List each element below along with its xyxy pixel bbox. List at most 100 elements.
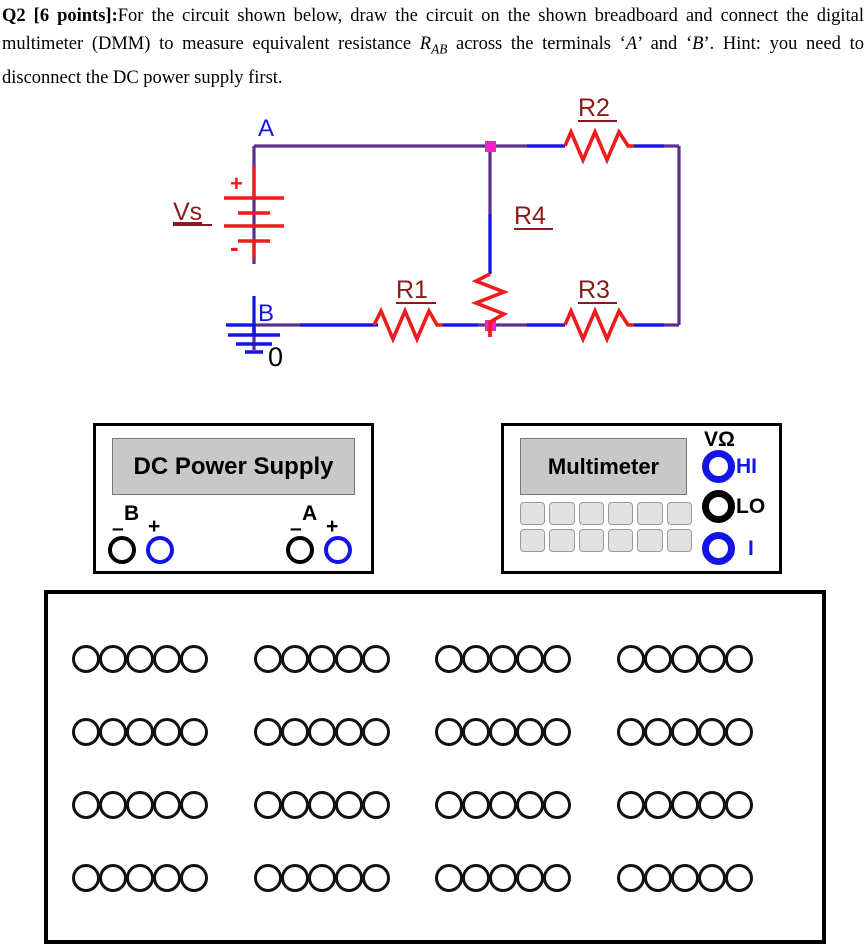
breadboard-hole[interactable] xyxy=(334,717,363,746)
breadboard-hole[interactable] xyxy=(724,644,753,673)
dcps-jack-b-positive[interactable] xyxy=(146,536,174,564)
breadboard-hole[interactable] xyxy=(280,790,309,819)
breadboard-hole[interactable] xyxy=(543,717,571,746)
breadboard-hole[interactable] xyxy=(435,790,463,819)
multimeter-button[interactable] xyxy=(666,529,692,552)
breadboard-hole[interactable] xyxy=(543,790,571,819)
dcps-jack-a-negative[interactable] xyxy=(286,536,314,564)
breadboard-hole[interactable] xyxy=(307,863,336,892)
breadboard-hole[interactable] xyxy=(670,644,699,673)
dcps-terminal-group-a[interactable]: A – + xyxy=(286,502,370,566)
breadboard-hole[interactable] xyxy=(462,790,490,819)
breadboard-hole[interactable] xyxy=(153,863,181,892)
breadboard-hole[interactable] xyxy=(280,717,309,746)
breadboard-hole[interactable] xyxy=(724,717,753,746)
breadboard-hole[interactable] xyxy=(334,644,363,673)
breadboard-hole[interactable] xyxy=(307,644,336,673)
breadboard-hole[interactable] xyxy=(72,790,100,819)
breadboard-hole[interactable] xyxy=(489,863,517,892)
breadboard-hole[interactable] xyxy=(280,644,309,673)
multimeter-button[interactable] xyxy=(578,529,604,552)
breadboard-hole[interactable] xyxy=(643,717,672,746)
breadboard-hole[interactable] xyxy=(153,644,181,673)
breadboard-hole[interactable] xyxy=(670,717,699,746)
breadboard-hole[interactable] xyxy=(126,644,154,673)
breadboard-hole[interactable] xyxy=(253,717,282,746)
breadboard-hole[interactable] xyxy=(126,863,154,892)
breadboard-hole[interactable] xyxy=(99,790,127,819)
breadboard-hole[interactable] xyxy=(643,790,672,819)
breadboard-hole[interactable] xyxy=(72,717,100,746)
breadboard-hole[interactable] xyxy=(616,863,645,892)
breadboard-hole[interactable] xyxy=(307,790,336,819)
multimeter-button[interactable] xyxy=(608,502,634,525)
breadboard-hole[interactable] xyxy=(543,863,571,892)
multimeter-button[interactable] xyxy=(578,502,604,525)
breadboard-hole[interactable] xyxy=(99,863,127,892)
breadboard-hole[interactable] xyxy=(361,644,390,673)
dcps-jack-b-negative[interactable] xyxy=(108,536,136,564)
breadboard-hole[interactable] xyxy=(361,717,390,746)
breadboard-hole[interactable] xyxy=(516,863,544,892)
multimeter-jack-current[interactable] xyxy=(702,532,735,565)
breadboard-hole[interactable] xyxy=(180,717,208,746)
multimeter-jack-row-i[interactable]: I xyxy=(702,532,754,565)
breadboard-hole[interactable] xyxy=(180,644,208,673)
multimeter-jack-row-lo[interactable]: LO xyxy=(702,490,765,523)
breadboard-hole[interactable] xyxy=(435,717,463,746)
multimeter-button[interactable] xyxy=(637,502,663,525)
breadboard-hole[interactable] xyxy=(126,790,154,819)
breadboard-hole[interactable] xyxy=(253,863,282,892)
multimeter-button-grid[interactable] xyxy=(520,502,692,552)
breadboard-hole[interactable] xyxy=(180,790,208,819)
breadboard-hole[interactable] xyxy=(462,863,490,892)
breadboard-hole[interactable] xyxy=(697,644,726,673)
dc-power-supply[interactable]: DC Power Supply B – + A – + xyxy=(93,423,374,574)
breadboard-hole[interactable] xyxy=(361,790,390,819)
breadboard-hole[interactable] xyxy=(280,863,309,892)
multimeter-jack-panel[interactable]: VΩ HI LO I xyxy=(702,428,780,573)
breadboard-hole[interactable] xyxy=(516,790,544,819)
multimeter-jack-lo[interactable] xyxy=(702,490,735,523)
breadboard-hole[interactable] xyxy=(489,644,517,673)
breadboard-hole[interactable] xyxy=(643,863,672,892)
breadboard-hole[interactable] xyxy=(153,790,181,819)
breadboard-hole[interactable] xyxy=(489,790,517,819)
breadboard-hole[interactable] xyxy=(435,644,463,673)
breadboard-hole[interactable] xyxy=(670,790,699,819)
breadboard-hole[interactable] xyxy=(334,790,363,819)
breadboard-hole[interactable] xyxy=(253,790,282,819)
breadboard-hole[interactable] xyxy=(489,717,517,746)
dcps-jack-a-positive[interactable] xyxy=(324,536,352,564)
breadboard-hole[interactable] xyxy=(616,790,645,819)
breadboard-hole[interactable] xyxy=(99,644,127,673)
multimeter-button[interactable] xyxy=(608,529,634,552)
breadboard-hole[interactable] xyxy=(307,717,336,746)
breadboard-hole[interactable] xyxy=(462,717,490,746)
dcps-terminal-group-b[interactable]: B – + xyxy=(108,502,192,566)
multimeter-jack-row-hi[interactable]: HI xyxy=(702,450,757,483)
multimeter-jack-hi[interactable] xyxy=(702,450,735,483)
breadboard-hole[interactable] xyxy=(462,644,490,673)
breadboard-hole[interactable] xyxy=(72,644,100,673)
breadboard-hole[interactable] xyxy=(724,863,753,892)
breadboard-hole[interactable] xyxy=(616,717,645,746)
multimeter-button[interactable] xyxy=(520,529,546,552)
multimeter-button[interactable] xyxy=(549,502,575,525)
breadboard-hole[interactable] xyxy=(697,863,726,892)
breadboard-hole[interactable] xyxy=(72,863,100,892)
breadboard-hole[interactable] xyxy=(697,717,726,746)
multimeter-button[interactable] xyxy=(520,502,546,525)
breadboard-hole[interactable] xyxy=(126,717,154,746)
breadboard-hole[interactable] xyxy=(435,863,463,892)
breadboard-hole[interactable] xyxy=(643,644,672,673)
breadboard-hole[interactable] xyxy=(516,644,544,673)
breadboard[interactable] xyxy=(44,590,826,944)
multimeter-button[interactable] xyxy=(549,529,575,552)
multimeter-button[interactable] xyxy=(666,502,692,525)
breadboard-hole[interactable] xyxy=(697,790,726,819)
breadboard-hole[interactable] xyxy=(334,863,363,892)
breadboard-hole[interactable] xyxy=(99,717,127,746)
breadboard-hole[interactable] xyxy=(543,644,571,673)
breadboard-hole[interactable] xyxy=(616,644,645,673)
